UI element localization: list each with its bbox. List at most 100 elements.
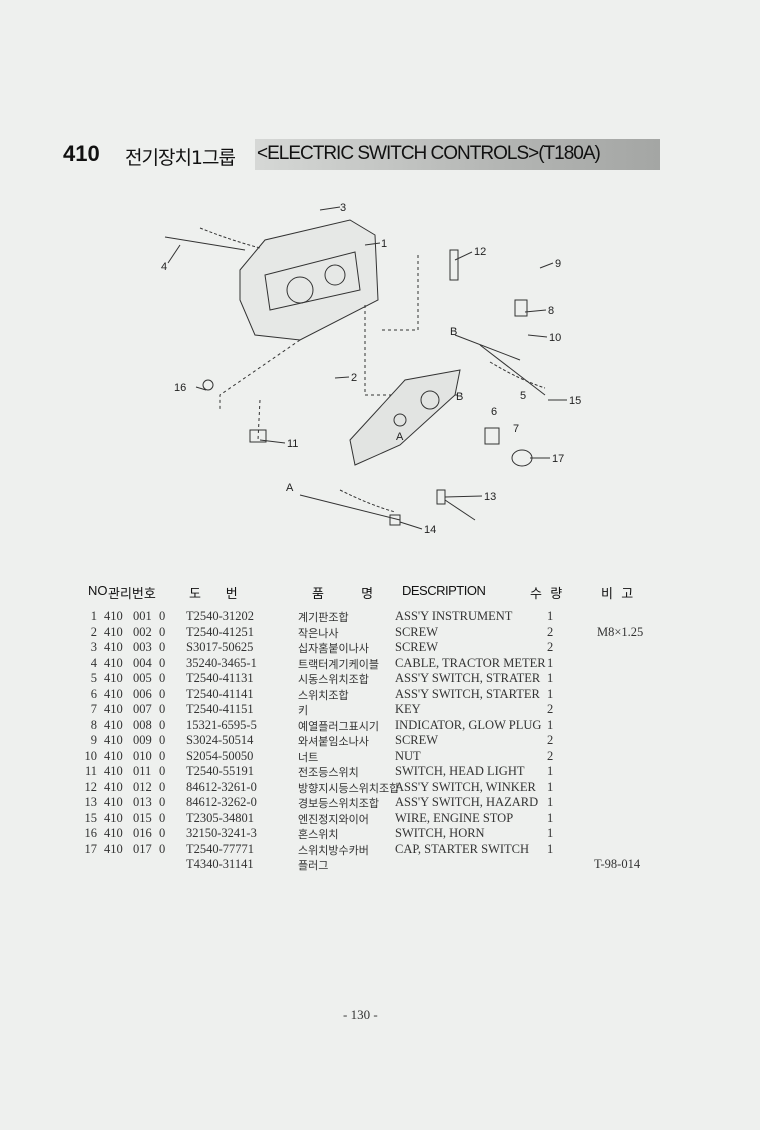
- part-number: T4340-31141: [186, 857, 254, 871]
- item-number: 10: [84, 748, 98, 763]
- mgmt-seq: 009: [133, 733, 152, 747]
- description: CAP, STARTER SWITCH: [395, 841, 530, 856]
- korean-name: 엔진정지와이어: [298, 812, 369, 826]
- callout-12: 12: [474, 246, 486, 258]
- korean-name: 와셔붙임소나사: [298, 735, 369, 748]
- part-number: T2540-41151: [186, 702, 254, 716]
- mgmt-seq: 002: [133, 624, 152, 639]
- quantity: 1: [547, 841, 554, 856]
- callout-b: B: [450, 326, 457, 338]
- item-number: 2: [90, 624, 97, 639]
- mgmt-rev: 0: [159, 717, 166, 732]
- quantity: 1: [547, 655, 554, 670]
- mgmt-seq: 003: [133, 640, 152, 654]
- title-korean: 전기장치1그룹: [125, 147, 236, 169]
- part-number: 84612-3262-0: [186, 795, 257, 809]
- part-number: 84612-3261-0: [186, 779, 257, 794]
- col-remarks: 비 고: [601, 587, 634, 602]
- callout-17: 17: [552, 453, 564, 465]
- mgmt-group: 410: [104, 779, 123, 794]
- mgmt-seq: 013: [133, 795, 152, 809]
- korean-name: 너트: [298, 750, 319, 764]
- korean-name: 트랙터계기케이블: [298, 657, 379, 671]
- mgmt-group: 410: [104, 733, 123, 747]
- mgmt-group: 410: [104, 841, 123, 856]
- quantity: 2: [547, 733, 554, 747]
- quantity: 1: [547, 779, 554, 794]
- section-number: 410: [63, 141, 100, 166]
- mgmt-seq: 001: [133, 609, 152, 623]
- quantity: 2: [547, 702, 554, 716]
- col-no: NO: [88, 583, 108, 598]
- description: SCREW: [395, 640, 439, 654]
- part-number: S3024-50514: [186, 733, 254, 747]
- mgmt-rev: 0: [159, 810, 166, 825]
- mgmt-rev: 0: [159, 655, 166, 670]
- quantity: 1: [547, 717, 554, 732]
- mgmt-rev: 0: [159, 826, 166, 840]
- item-number: 17: [84, 841, 98, 856]
- korean-name: 스위치조합: [298, 688, 349, 702]
- description: SWITCH, HORN: [395, 826, 485, 840]
- item-number: 1: [90, 609, 97, 623]
- col-name: 품 명: [312, 587, 374, 602]
- callout-5: 5: [520, 390, 526, 402]
- korean-name: 전조등스위치: [298, 766, 359, 779]
- mgmt-seq: 006: [133, 686, 152, 701]
- korean-name: 플러그: [298, 859, 329, 872]
- mgmt-seq: 012: [133, 779, 152, 794]
- mgmt-group: 410: [104, 640, 123, 654]
- callout-2: 2: [351, 372, 357, 384]
- korean-name: 작은나사: [298, 626, 339, 640]
- part-number: T2540-41131: [186, 671, 254, 685]
- korean-name: 계기판조합: [298, 611, 349, 624]
- title-bar: [255, 139, 660, 170]
- item-number: 13: [84, 795, 98, 809]
- callout-6: 6: [491, 406, 497, 418]
- mgmt-rev: 0: [159, 686, 166, 701]
- korean-name: 예열플러그표시기: [298, 719, 379, 733]
- title-english: <ELECTRIC SWITCH CONTROLS>(T180A): [257, 143, 601, 164]
- description: ASS'Y SWITCH, STARTER: [395, 686, 540, 701]
- korean-name: 키: [298, 704, 309, 717]
- description: NUT: [395, 748, 421, 763]
- part-number: T2305-34801: [186, 810, 255, 825]
- part-number: T2540-31202: [186, 609, 255, 623]
- item-number: 7: [90, 702, 97, 716]
- mgmt-group: 410: [104, 764, 123, 778]
- callout-a: A: [286, 482, 294, 494]
- mgmt-group: 410: [104, 655, 123, 670]
- mgmt-group: 410: [104, 810, 123, 825]
- part-number: S2054-50050: [186, 748, 254, 763]
- mgmt-seq: 010: [133, 748, 152, 763]
- doc-code: T-98-014: [594, 857, 641, 871]
- mgmt-seq: 015: [133, 810, 152, 825]
- korean-name: 십자홈붙이나사: [298, 642, 369, 655]
- mgmt-group: 410: [104, 795, 123, 809]
- table-row: T4340-31141 플러그: [0, 857, 760, 872]
- callout-b: B: [456, 391, 463, 403]
- callout-8: 8: [548, 305, 554, 317]
- quantity: 1: [547, 795, 554, 809]
- part-number: 15321-6595-5: [186, 717, 257, 732]
- item-number: 12: [84, 779, 98, 794]
- description: ASS'Y SWITCH, WINKER: [395, 779, 536, 794]
- korean-name: 경보등스위치조합: [298, 797, 379, 810]
- part-number: T2540-77771: [186, 841, 255, 856]
- item-number: 16: [84, 826, 98, 840]
- col-drawing: 도 번: [189, 587, 238, 602]
- korean-name: 방향지시등스위치조합: [298, 781, 400, 795]
- remarks: M8×1.25: [597, 624, 644, 639]
- callout-1: 1: [381, 238, 387, 250]
- description: SWITCH, HEAD LIGHT: [395, 764, 525, 778]
- item-number: 4: [90, 655, 97, 670]
- mgmt-rev: 0: [159, 779, 166, 794]
- page-number: - 130 -: [343, 1007, 378, 1022]
- exploded-parts-diagram: 3 1 12 9 8 10 4 16 2 B B 5 15 6 7 A 17 1…: [161, 202, 581, 536]
